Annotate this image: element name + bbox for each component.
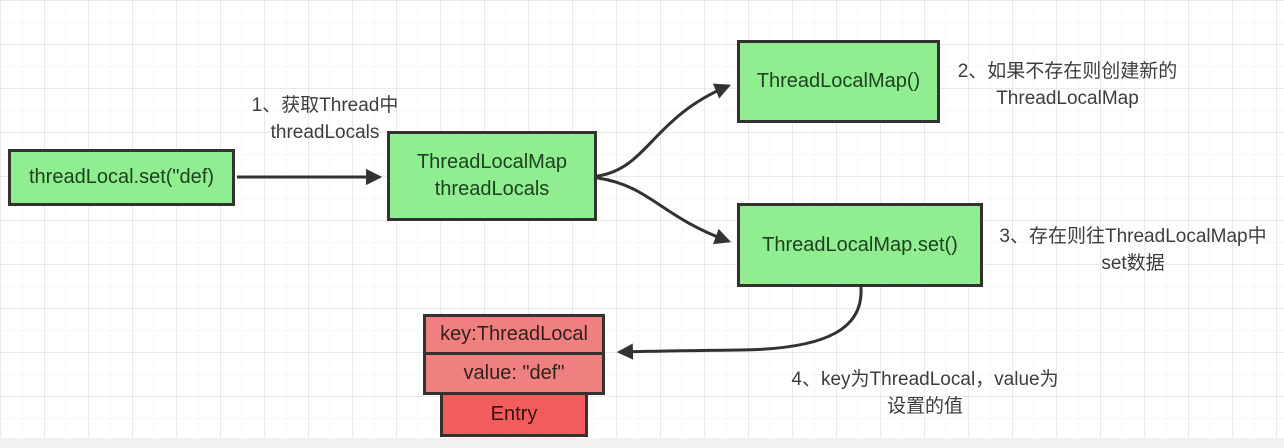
- arrow-threadlocals-to-ctor: [596, 83, 731, 178]
- node-threadlocal-set[interactable]: threadLocal.set("def): [8, 149, 235, 206]
- node-threadlocalmap-ctor[interactable]: ThreadLocalMap(): [737, 40, 940, 123]
- annotation-step1: 1、获取Thread中 threadLocals: [251, 95, 399, 143]
- arrow-threadlocals-to-mapset: [596, 176, 732, 245]
- node-entry-key-label: key:ThreadLocal: [440, 323, 588, 345]
- node-threadlocalmap-ctor-label: ThreadLocalMap(): [756, 70, 921, 92]
- node-threadlocalmap-set[interactable]: ThreadLocalMap.set(): [737, 203, 983, 287]
- annotation-step3: 3、存在则往ThreadLocalMap中 set数据: [999, 226, 1267, 274]
- canvas-bottom-edge: [0, 438, 1284, 448]
- node-entry[interactable]: Entry: [440, 392, 588, 437]
- node-entry-key[interactable]: key:ThreadLocal: [423, 314, 605, 355]
- node-thread-locals[interactable]: ThreadLocalMap threadLocals: [387, 131, 597, 221]
- annotation-step4: 4、key为ThreadLocal，value为 设置的值: [791, 369, 1059, 417]
- annotation-step2: 2、如果不存在则创建新的 ThreadLocalMap: [957, 61, 1178, 109]
- node-entry-label: Entry: [490, 403, 538, 425]
- arrow-mapset-to-entry: [616, 286, 863, 360]
- node-entry-value[interactable]: value: "def": [423, 352, 605, 395]
- node-entry-value-label: value: "def": [463, 362, 565, 384]
- node-threadlocal-set-label: threadLocal.set("def): [29, 166, 214, 188]
- node-thread-locals-label: ThreadLocalMap threadLocals: [416, 151, 568, 200]
- node-threadlocalmap-set-label: ThreadLocalMap.set(): [762, 233, 958, 256]
